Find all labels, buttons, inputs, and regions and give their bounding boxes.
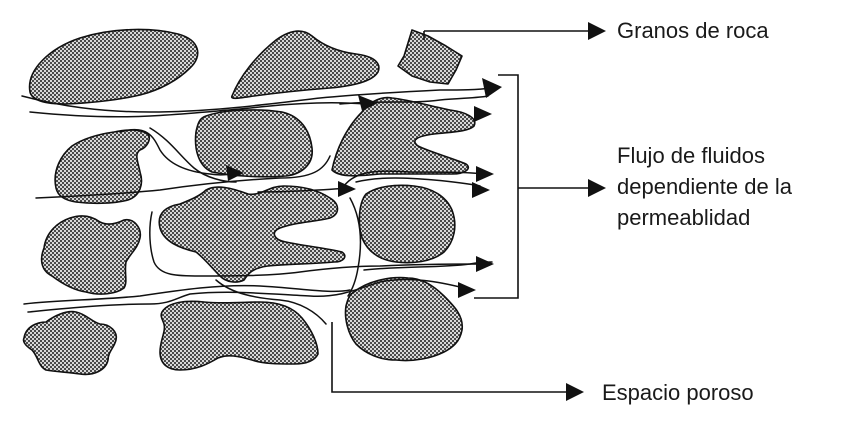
flow-arrowhead	[226, 165, 244, 181]
rock-grain	[331, 96, 476, 177]
grains-label: Granos de roca	[617, 18, 769, 43]
flow-arrowhead	[474, 106, 492, 122]
grain-pointer	[423, 22, 606, 40]
flow-line	[21, 87, 491, 113]
rock-grain	[28, 28, 199, 105]
flow-line	[343, 170, 485, 187]
rock-grain	[158, 185, 346, 283]
flow-bracket	[474, 74, 606, 299]
flow-arrowhead	[482, 78, 502, 98]
rock-grain	[22, 310, 118, 376]
flow-arrowhead	[458, 282, 476, 298]
flow-arrowheads	[226, 78, 502, 298]
rock-grain	[159, 300, 319, 371]
rock-grain	[344, 276, 464, 362]
rock-grain	[358, 184, 456, 264]
rock-grain	[194, 109, 313, 178]
flow-arrowhead	[472, 182, 490, 198]
rock-grain	[230, 30, 380, 100]
flow-arrowhead	[358, 95, 378, 111]
flow-line	[355, 177, 481, 187]
rock-grain	[54, 129, 151, 205]
flow-label: Flujo de fluidos dependiente de la perme…	[617, 140, 792, 233]
flow-line	[149, 127, 237, 183]
flow-line	[27, 278, 465, 313]
rock-grains	[22, 28, 476, 376]
pore-label: Espacio poroso	[602, 380, 754, 405]
flow-arrowhead	[476, 256, 494, 272]
flow-lines	[21, 87, 493, 325]
rock-grain	[40, 215, 142, 295]
flow-line	[215, 279, 327, 325]
flow-arrowhead	[476, 166, 494, 182]
flow-arrowhead	[338, 181, 356, 197]
flow-line	[35, 155, 331, 199]
flow-line	[29, 101, 367, 118]
flow-label-line-3: permeablidad	[617, 205, 751, 230]
flow-line	[23, 284, 351, 305]
flow-line	[347, 197, 362, 297]
flow-line	[149, 211, 483, 277]
pore-pointer	[331, 322, 584, 401]
rock-grain	[397, 29, 463, 85]
flow-label-line-1: Flujo de fluidos	[617, 143, 765, 168]
flow-label-line-2: dependiente de la	[617, 174, 792, 199]
